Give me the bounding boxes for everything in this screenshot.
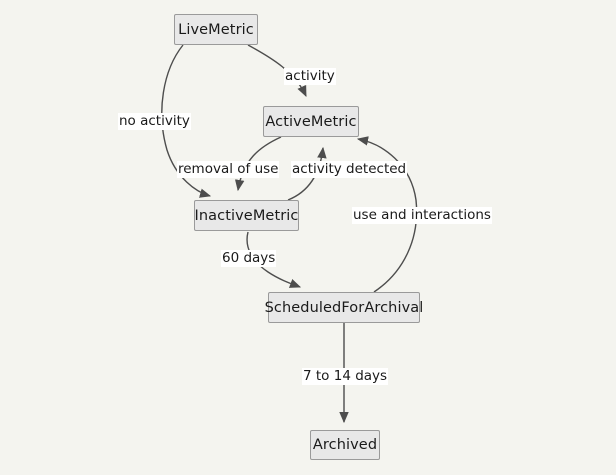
edge-label-use-and-interactions: use and interactions <box>352 207 492 224</box>
edge-live-to-active <box>247 44 307 98</box>
state-node-label: InactiveMetric <box>194 207 299 224</box>
state-node-label: LiveMetric <box>178 21 254 38</box>
state-node-archived[interactable]: Archived <box>310 430 380 460</box>
edge-active-to-inactive <box>234 136 282 192</box>
edge-inactive-to-active <box>287 146 327 201</box>
state-node-inactivemetric[interactable]: InactiveMetric <box>194 200 299 231</box>
edge-inactive-to-scheduled <box>246 231 302 288</box>
edge-label-activity-detected: activity detected <box>291 161 408 178</box>
state-node-scheduledforarchival[interactable]: ScheduledForArchival <box>265 292 423 323</box>
edge-label-activity: activity <box>284 68 336 85</box>
state-node-label: ScheduledForArchival <box>264 299 424 316</box>
state-node-label: Archived <box>312 437 378 453</box>
edge-scheduled-to-active <box>356 136 418 293</box>
edge-live-to-inactive <box>161 44 212 198</box>
state-node-label: ActiveMetric <box>265 113 357 130</box>
edge-label-7-to-14-days: 7 to 14 days <box>302 368 389 385</box>
edge-label-no-activity: no activity <box>118 113 191 130</box>
state-node-livemetric[interactable]: LiveMetric <box>174 14 258 45</box>
edge-label-removal-of-use: removal of use <box>177 161 280 178</box>
state-node-activemetric[interactable]: ActiveMetric <box>263 106 359 137</box>
edge-label-60-days: 60 days <box>221 250 277 267</box>
